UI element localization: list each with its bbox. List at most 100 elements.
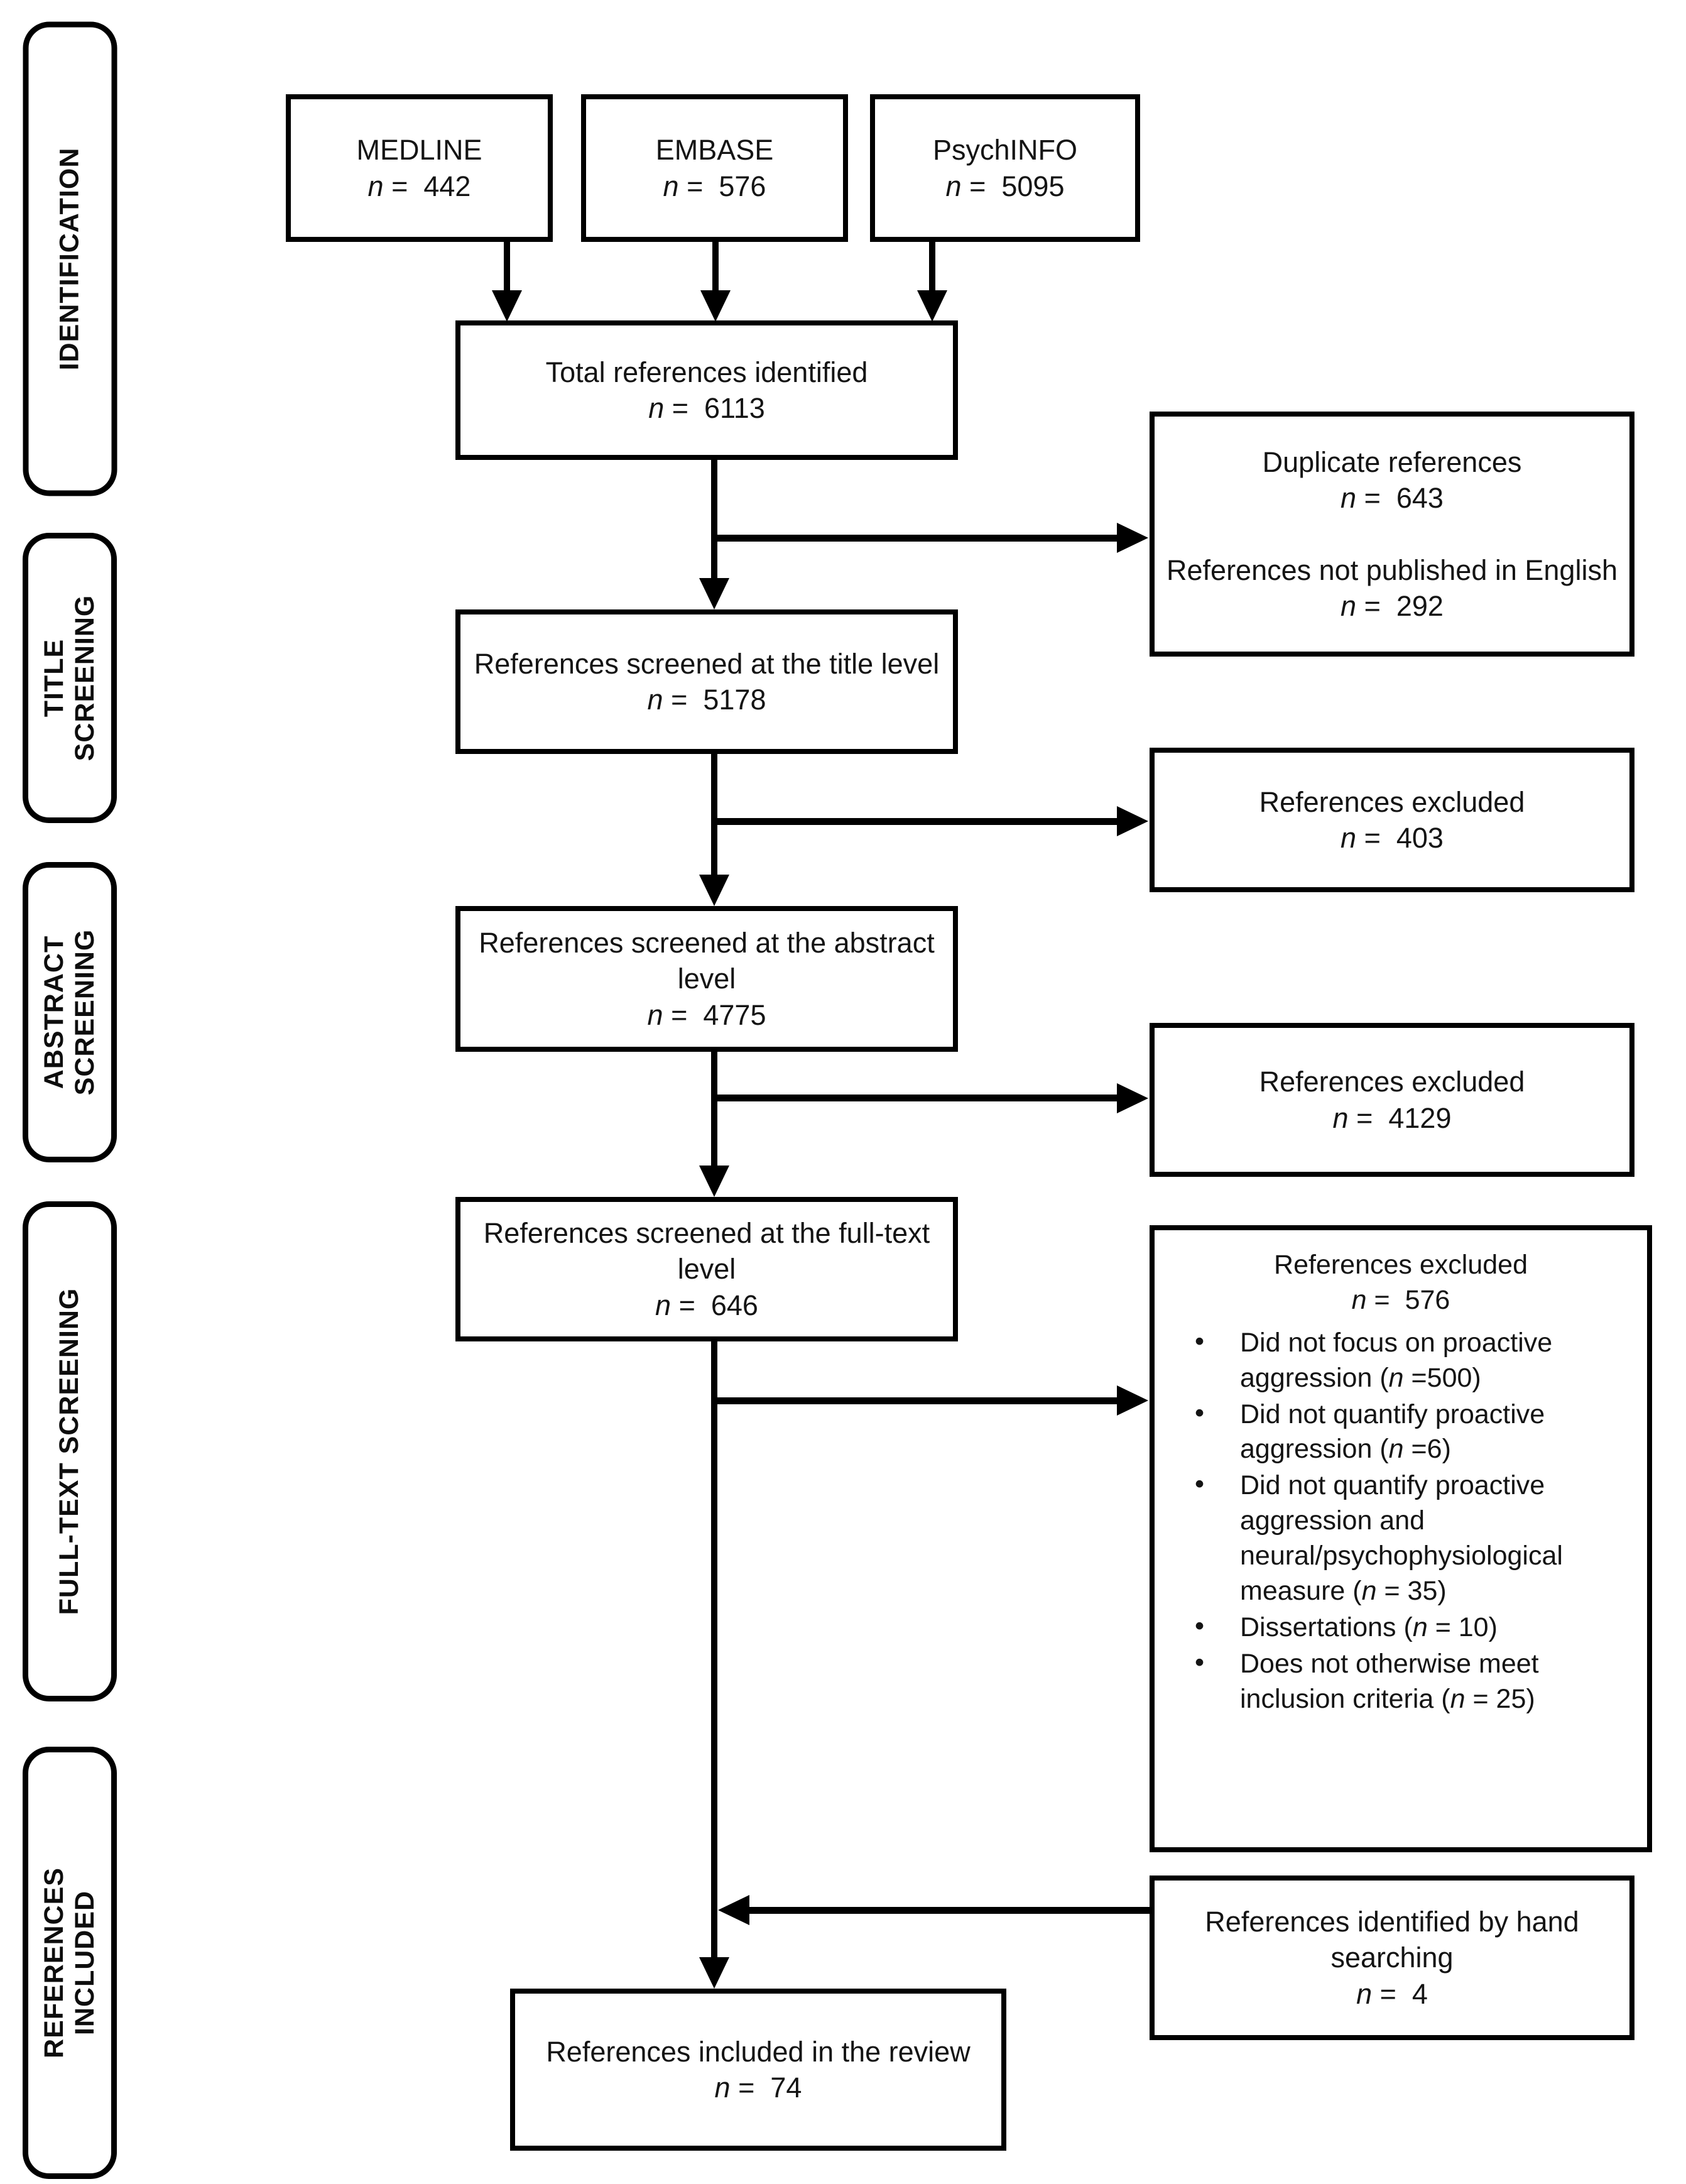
abstract-excluded-n-value: 4129 — [1388, 1101, 1452, 1134]
stage-label: REFERENCES INCLUDED — [38, 1867, 100, 2058]
close-paren: ) — [1442, 1434, 1451, 1465]
fulltext-screened-n-value: 646 — [710, 1289, 758, 1321]
title-excluded-box: References excluded n = 403 — [1150, 748, 1634, 892]
n-var: n — [1412, 1612, 1428, 1642]
close-paren: ) — [1526, 1683, 1535, 1714]
embase-count: n = 576 — [663, 168, 766, 204]
open-paren: ( — [1379, 1362, 1389, 1393]
reason-n-value: 10 — [1458, 1612, 1489, 1642]
n-var: n — [663, 170, 679, 202]
title-screened-label: References screened at the title level — [474, 647, 940, 680]
equals-sign: = — [1364, 590, 1381, 623]
arrow-branch-excluded-title-line — [711, 818, 1119, 825]
arrow-psychinfo-total-head — [917, 290, 947, 322]
open-paren: ( — [1352, 1576, 1362, 1607]
exclusion-reason-4: •Dissertations (n = 10) — [1166, 1610, 1636, 1646]
n-var: n — [1341, 590, 1357, 623]
arrow-medline-total-line — [504, 242, 510, 295]
arrow-psychinfo-total-line — [929, 242, 935, 295]
n-var: n — [647, 998, 663, 1031]
n-var: n — [945, 170, 962, 202]
abstract-screened-label: References screened at the abstract leve… — [479, 927, 935, 995]
equals-sign: = — [671, 998, 688, 1031]
equals-sign: = — [1411, 1434, 1427, 1465]
hand-search-n-value: 4 — [1411, 1977, 1428, 2010]
exclusion-reason-2: •Did not quantify proactive aggression (… — [1166, 1397, 1636, 1468]
equals-sign: = — [1364, 822, 1381, 854]
abstract-screened-count: n = 4775 — [648, 997, 766, 1033]
arrow-branch-excluded-abstract-line — [711, 1095, 1119, 1101]
fulltext-screened-label: References screened at the full-text lev… — [483, 1217, 930, 1286]
exclusion-reason-3: •Did not quantify proactive aggression a… — [1166, 1468, 1636, 1609]
reason-text: Did not quantify proactive aggression an… — [1240, 1470, 1563, 1607]
n-var: n — [648, 392, 665, 424]
n-var: n — [1450, 1683, 1466, 1714]
psychinfo-count: n = 5095 — [946, 168, 1065, 204]
hand-search-count: n = 4 — [1356, 1976, 1428, 2012]
arrow-total-title-head — [699, 578, 729, 609]
n-var: n — [714, 2072, 731, 2104]
stage-label: ABSTRACT SCREENING — [38, 929, 100, 1096]
arrow-title-abstract-line — [711, 751, 717, 877]
included-count: n = 74 — [715, 2070, 802, 2105]
exclusion-reason-list: • Did not focus on proactive aggression (… — [1166, 1324, 1636, 1717]
hand-search-label: References identified by hand searching — [1205, 1906, 1579, 1974]
abstract-screened-box: References screened at the abstract leve… — [455, 906, 958, 1052]
psychinfo-n-value: 5095 — [1001, 170, 1065, 202]
duplicates-label: Duplicate references — [1262, 445, 1522, 478]
psychinfo-label: PsychINFO — [932, 134, 1078, 167]
equals-sign: = — [687, 170, 704, 202]
reason-n-value: 35 — [1407, 1576, 1438, 1607]
arrow-branch-excluded-fulltext-head — [1117, 1385, 1148, 1416]
stage-references-included: REFERENCES INCLUDED — [23, 1747, 117, 2179]
equals-sign: = — [1374, 1284, 1390, 1315]
arrow-fulltext-included-line — [711, 1340, 717, 1959]
equals-sign: = — [678, 1289, 695, 1321]
exclusion-reason-1: •Did not focus on proactive aggression (… — [1166, 1326, 1636, 1396]
abstract-excluded-box: References excluded n = 4129 — [1150, 1023, 1634, 1177]
n-var: n — [1361, 1576, 1377, 1607]
medline-label: MEDLINE — [356, 134, 482, 167]
arrow-fulltext-included-head — [699, 1957, 729, 1989]
n-var: n — [1341, 822, 1357, 854]
equals-sign: = — [1356, 1101, 1373, 1134]
close-paren: ) — [1437, 1576, 1447, 1607]
fulltext-screened-box: References screened at the full-text lev… — [455, 1197, 958, 1341]
arrow-branch-excluded-abstract-head — [1117, 1083, 1148, 1113]
stage-title-screening: TITLE SCREENING — [23, 533, 117, 823]
arrow-group — [492, 242, 1151, 1989]
reason-n-value: 6 — [1427, 1434, 1442, 1465]
exclusion-reason-5: •Does not otherwise meet inclusion crite… — [1166, 1647, 1636, 1717]
fulltext-excluded-box: References excluded n = 576 •Did not foc… — [1150, 1225, 1652, 1852]
stage-fulltext-screening: FULL-TEXT SCREENING — [23, 1201, 117, 1701]
reason-text: Did not focus on proactive aggression — [1240, 1327, 1553, 1393]
total-identified-label: Total references identified — [545, 356, 868, 388]
hand-search-box: References identified by hand searching … — [1150, 1876, 1634, 2040]
title-screened-n-value: 5178 — [703, 684, 766, 716]
arrow-abstract-fulltext-line — [711, 1049, 717, 1167]
arrow-hand-search-head — [718, 1895, 749, 1925]
bullet-icon: • — [1195, 1647, 1205, 1678]
equals-sign: = — [1472, 1683, 1489, 1714]
abstract-excluded-count: n = 4129 — [1333, 1100, 1452, 1136]
stage-label: IDENTIFICATION — [54, 147, 85, 371]
bullet-icon: • — [1195, 1610, 1205, 1641]
n-var: n — [1388, 1434, 1404, 1465]
equals-sign: = — [672, 392, 689, 424]
n-var: n — [647, 684, 663, 716]
n-var: n — [655, 1289, 672, 1321]
duplicates-count: n = 643 — [1341, 480, 1444, 516]
stage-label: FULL-TEXT SCREENING — [54, 1287, 85, 1615]
n-var: n — [367, 170, 384, 202]
arrow-medline-total-head — [492, 290, 522, 322]
total-identified-count: n = 6113 — [648, 390, 765, 426]
arrow-branch-excluded-fulltext-line — [711, 1397, 1119, 1404]
equals-sign: = — [671, 684, 688, 716]
stage-abstract-screening: ABSTRACT SCREENING — [23, 862, 117, 1162]
embase-n-value: 576 — [719, 170, 766, 202]
arrow-branch-duplicates-line — [711, 535, 1119, 542]
embase-label: EMBASE — [655, 134, 774, 167]
n-var: n — [1356, 1977, 1373, 2010]
medline-count: n = 442 — [368, 168, 471, 204]
included-box: References included in the review n = 74 — [510, 1989, 1006, 2151]
